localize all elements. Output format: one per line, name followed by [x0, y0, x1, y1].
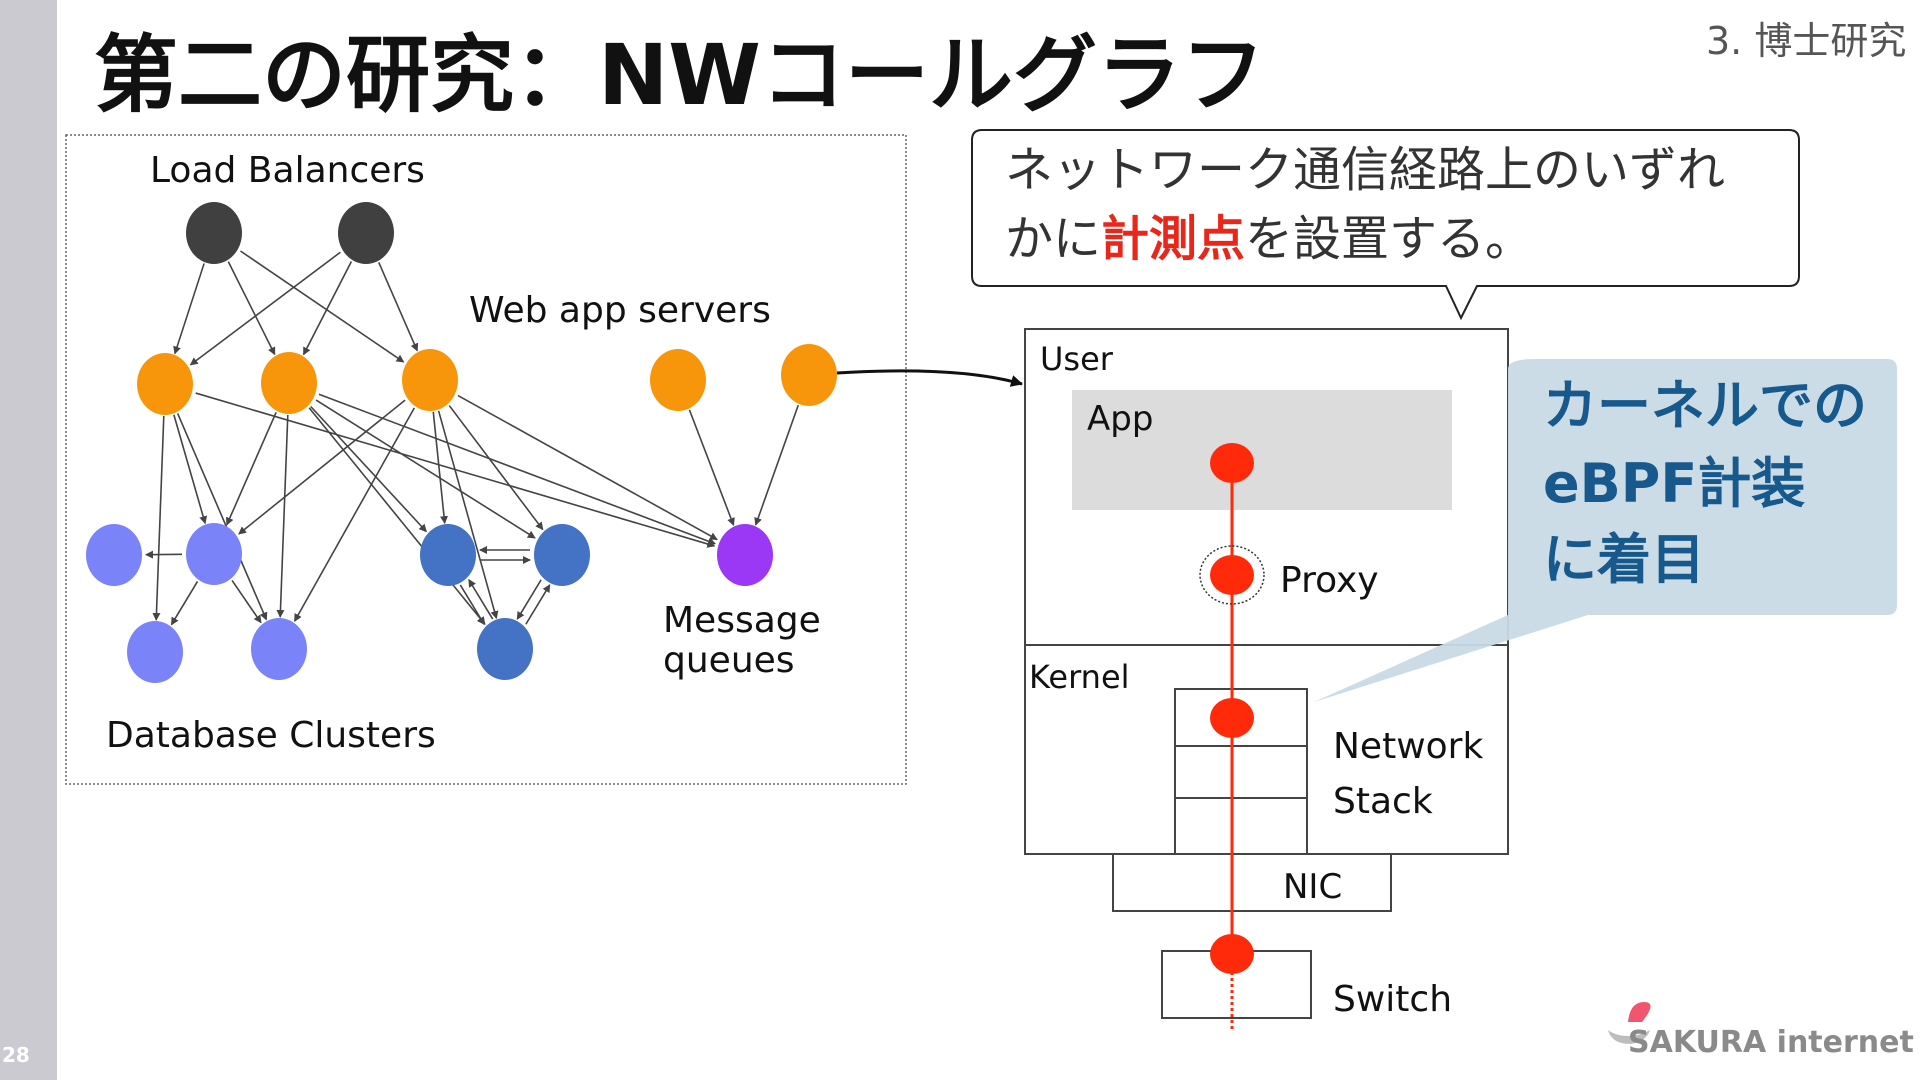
message-queues-label-line2: queues: [663, 640, 795, 681]
bubble-line2-prefix: かに: [1005, 211, 1101, 267]
database-node: [251, 618, 307, 680]
call-edge: [448, 405, 544, 531]
load-balancers-label: Load Balancers: [150, 150, 425, 191]
kernel-callout: カーネルでの eBPF計装 に着目: [1314, 359, 1897, 702]
call-edge: [315, 399, 536, 539]
call-edge: [459, 584, 485, 626]
web-app-server-node: [781, 344, 837, 406]
call-edge: [437, 410, 499, 620]
database-node: [186, 523, 242, 585]
web-app-server-node: [137, 353, 193, 415]
message-queues-label-line1: Message: [663, 600, 821, 641]
callgraph-nodes: [86, 202, 837, 683]
load-balancer-node: [186, 202, 242, 264]
proxy-ring: [1199, 545, 1265, 605]
web-app-server-node: [650, 349, 706, 411]
bubble-highlight: 計測点: [1101, 211, 1245, 267]
call-edge: [276, 414, 289, 619]
probe-point-kernel: [1210, 698, 1254, 738]
callgraph-panel: Load Balancers Web app servers Message q…: [65, 134, 907, 785]
call-edge: [308, 407, 486, 625]
logo-text: SAKURA internet: [1628, 1025, 1914, 1060]
call-edge: [189, 251, 341, 366]
call-edge: [226, 411, 277, 526]
sidebar-strip: [0, 0, 57, 1080]
call-edge: [516, 579, 542, 620]
zoom-arrow: [836, 369, 1023, 387]
call-edge: [457, 394, 718, 541]
call-edge: [293, 407, 416, 622]
call-edge: [240, 250, 405, 363]
bubble-line2-suffix: を設置する。: [1245, 211, 1533, 267]
app-box: [1072, 390, 1452, 510]
call-edge: [318, 393, 716, 545]
callout-line1: カーネルでの: [1543, 374, 1867, 437]
database-node: [420, 524, 476, 586]
call-edge: [432, 411, 448, 525]
call-edge: [525, 584, 551, 625]
call-edge: [152, 415, 165, 622]
app-label: App: [1087, 399, 1153, 439]
callout-line2: eBPF計装: [1543, 452, 1805, 515]
switch-label: Switch: [1333, 979, 1452, 1020]
page-title: 第二の研究：NWコールグラフ: [94, 26, 1265, 124]
call-edge: [231, 579, 262, 624]
stack-label: Stack: [1333, 781, 1433, 822]
page-number: 28: [2, 1043, 30, 1067]
proxy-label: Proxy: [1280, 560, 1379, 601]
bubble-line2: かに計測点を設置する。: [1005, 211, 1533, 267]
network-label: Network: [1333, 726, 1483, 767]
message-queue-node: [717, 524, 773, 586]
probe-point-proxy: [1210, 555, 1254, 595]
call-edge: [302, 261, 353, 356]
database-node: [477, 618, 533, 680]
callgraph-edges: [144, 250, 800, 626]
web-app-servers-label: Web app servers: [469, 290, 771, 331]
call-edge: [468, 578, 494, 620]
logo-petal-icon: [1628, 1002, 1651, 1022]
web-app-server-node: [402, 349, 458, 411]
load-balancer-node: [338, 202, 394, 264]
nic-label: NIC: [1283, 867, 1342, 907]
call-edge: [688, 409, 735, 527]
sakura-logo: SAKURA internet: [1608, 1002, 1914, 1060]
callout-line3: に着目: [1543, 528, 1705, 591]
kernel-label: Kernel: [1029, 658, 1130, 696]
database-node: [127, 621, 183, 683]
bubble-line1: ネットワーク通信経路上のいずれ: [1005, 142, 1725, 198]
call-edge: [170, 581, 199, 626]
call-edge: [310, 405, 427, 533]
probe-point-switch: [1210, 934, 1254, 974]
speech-bubble: ネットワーク通信経路上のいずれ かに計測点を設置する。: [971, 129, 1800, 321]
section-label: 3. 博士研究: [1706, 19, 1906, 63]
nic-box: [1112, 853, 1392, 912]
probe-point-app: [1210, 443, 1254, 483]
call-edge: [176, 413, 268, 621]
database-node: [86, 524, 142, 586]
database-clusters-label: Database Clusters: [106, 715, 436, 756]
call-edge: [378, 262, 419, 352]
call-edge: [227, 261, 276, 356]
user-label: User: [1040, 340, 1114, 378]
call-edge: [173, 414, 208, 525]
call-edge: [173, 263, 205, 355]
logo-swoosh-icon: [1608, 1030, 1650, 1044]
callgraph-frame: [65, 134, 907, 785]
stack-diagram: User App Kernel Network Stack NIC Switch…: [1024, 328, 1509, 1032]
database-node: [534, 524, 590, 586]
call-edge: [238, 399, 406, 535]
call-edge: [754, 404, 800, 526]
web-app-server-node: [261, 352, 317, 414]
